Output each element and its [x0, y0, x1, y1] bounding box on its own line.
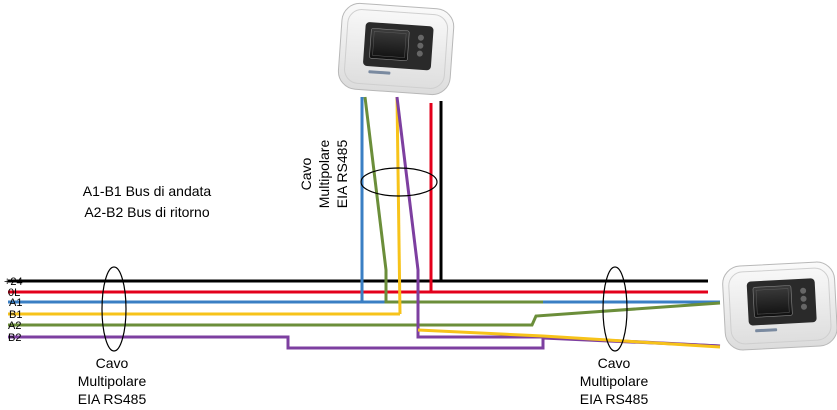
- button-up-icon: [417, 34, 424, 41]
- wire-label-a1: A1: [9, 297, 22, 309]
- cable-label-left-line2: Multipolare: [78, 373, 147, 389]
- cable-ellipse-top: [360, 167, 438, 197]
- button-ok-icon: [800, 295, 807, 302]
- drop-b2: [395, 96, 721, 348]
- button-up-icon: [800, 287, 807, 294]
- drop-b1: [395, 96, 402, 315]
- bus-notes: A1-B1 Bus di andata A2-B2 Bus di ritorno: [83, 183, 212, 220]
- cable-label-left-line1: Cavo: [96, 355, 129, 371]
- lcd-screen-right: [752, 285, 793, 318]
- cable-label-right-line1: Cavo: [598, 355, 631, 371]
- cable-label-left: Cavo Multipolare EIA RS485: [78, 355, 147, 407]
- button-ok-icon: [417, 42, 424, 49]
- thermostat-panel-top: [337, 2, 455, 96]
- cable-ellipse-right: [602, 266, 628, 352]
- cable-ellipses: [101, 167, 628, 352]
- wire-labels: +24 0L A1 B1 A2 B2: [4, 276, 23, 344]
- button-down-icon: [800, 303, 807, 310]
- cable-label-right-line3: EIA RS485: [580, 391, 649, 407]
- cable-label-right-line2: Multipolare: [580, 373, 649, 389]
- wire-label-0l: 0L: [8, 287, 20, 299]
- cable-label-top-line3: EIA RS485: [334, 140, 350, 209]
- cable-label-top-line2: Multipolare: [316, 140, 332, 209]
- thermostat-panel-right: [722, 261, 837, 351]
- drop-wires: [360, 96, 721, 349]
- note-andata: A1-B1 Bus di andata: [83, 183, 212, 199]
- cable-ellipse-left: [101, 266, 127, 352]
- bus-wires: [8, 279, 721, 350]
- cable-label-top: Cavo Multipolare EIA RS485: [298, 140, 350, 209]
- wire-label-b1: B1: [9, 309, 22, 321]
- drop-b1-right: [417, 328, 721, 349]
- brand-logo-top: [368, 70, 391, 75]
- wire-label-a2: A2: [8, 320, 21, 332]
- button-down-icon: [416, 50, 423, 57]
- note-ritorno: A2-B2 Bus di ritorno: [84, 204, 209, 220]
- wire-b2: [8, 335, 721, 350]
- lcd-screen-top: [369, 28, 410, 61]
- cable-label-right: Cavo Multipolare EIA RS485: [580, 355, 649, 407]
- cable-label-left-line3: EIA RS485: [78, 391, 147, 407]
- drop-a2: [363, 96, 543, 304]
- brand-logo-right: [755, 328, 778, 333]
- cable-label-top-line1: Cavo: [298, 157, 314, 190]
- wire-label-b2: B2: [8, 332, 21, 344]
- wire-a2: [8, 301, 721, 327]
- wire-label-plus24: +24: [4, 276, 23, 288]
